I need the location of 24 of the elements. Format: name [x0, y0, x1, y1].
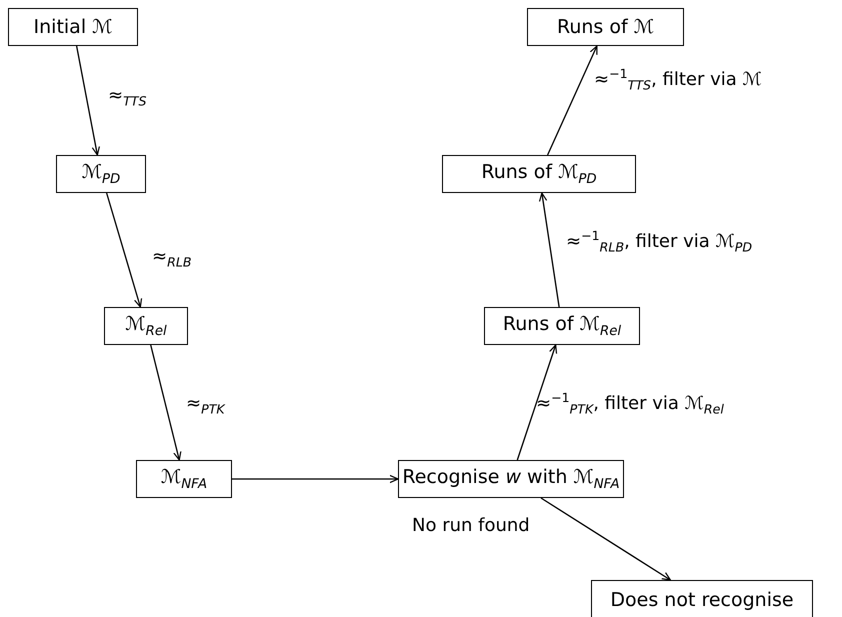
- process-box: Does not recognise: [591, 580, 813, 617]
- process-box: Runs of ℳ$_{Rel}$: [484, 307, 640, 345]
- process-box: ℳ$_{NFA}$: [136, 460, 232, 498]
- edge-label: ≈$^{−1}$$_{TTS}$, filter via ℳ: [594, 66, 762, 94]
- arrow: [150, 344, 182, 461]
- process-box: Initial ℳ: [8, 8, 138, 46]
- arrow: [547, 45, 598, 156]
- edge-label: ≈$_{TTS}$: [108, 84, 146, 110]
- process-box: Runs of ℳ: [527, 8, 684, 46]
- edge-label: ≈$^{−1}$$_{RLB}$, filter via ℳ$_{PD}$: [566, 228, 752, 256]
- edge-label: ≈$_{PTK}$: [186, 392, 225, 418]
- arrow: [540, 497, 672, 581]
- process-box: Runs of ℳ$_{PD}$: [442, 155, 636, 193]
- edge-label: ≈$_{RLB}$: [152, 245, 192, 271]
- process-box: Recognise w with ℳ$_{NFA}$: [398, 460, 624, 498]
- process-box: ℳ$_{PD}$: [56, 155, 146, 193]
- arrow: [538, 192, 560, 308]
- arrow: [516, 344, 558, 460]
- arrow: [106, 192, 142, 308]
- arrow: [76, 46, 100, 156]
- arrow: [232, 474, 399, 484]
- edge-label: No run found: [412, 514, 530, 538]
- process-box: ℳ$_{Rel}$: [104, 307, 188, 345]
- edge-label: ≈$^{−1}$$_{PTK}$, filter via ℳ$_{Rel}$: [536, 390, 724, 418]
